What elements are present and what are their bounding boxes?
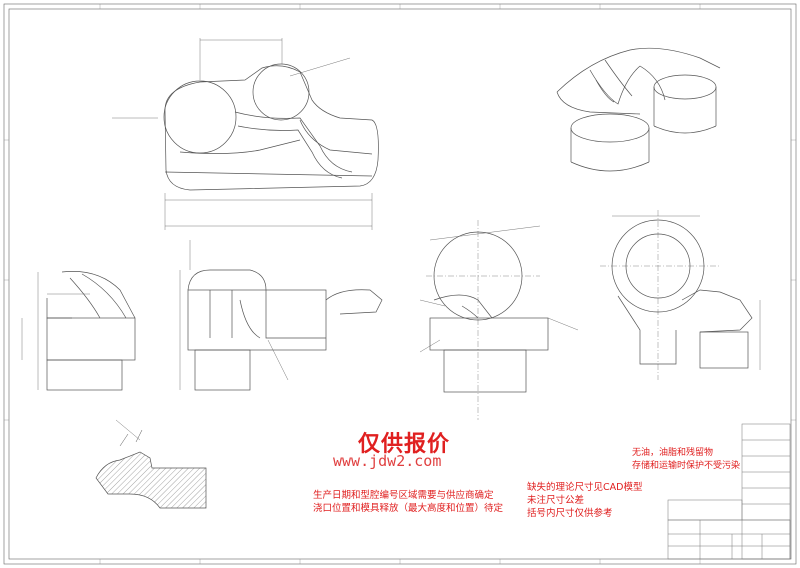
section-view bbox=[419, 220, 579, 420]
detail-section bbox=[95, 419, 207, 509]
side-view bbox=[179, 240, 383, 391]
note-reference-dims: 括号内尺寸仅供参考 bbox=[527, 508, 613, 519]
quote-only-stamp: 仅供报价 bbox=[358, 432, 451, 457]
border-ticks bbox=[4, 4, 796, 564]
title-block bbox=[667, 423, 791, 560]
site-watermark: www.jdw2.com bbox=[333, 452, 442, 470]
isometric-view bbox=[556, 47, 721, 172]
top-view bbox=[112, 38, 379, 230]
note-tolerance: 未注尺寸公差 bbox=[527, 495, 585, 506]
front-view bbox=[21, 271, 136, 391]
note-no-oil: 无油，油脂和残留物 bbox=[632, 448, 714, 458]
note-production-date: 生产日期和型腔编号区域需要与供应商确定 bbox=[313, 490, 494, 501]
right-view bbox=[600, 210, 761, 380]
note-gate-position: 浇口位置和模具释放（最大高度和位置）待定 bbox=[313, 503, 504, 514]
note-cad-model: 缺失的理论尺寸见CAD模型 bbox=[527, 482, 643, 493]
note-storage: 存储和运输时保护不受污染 bbox=[632, 461, 741, 471]
